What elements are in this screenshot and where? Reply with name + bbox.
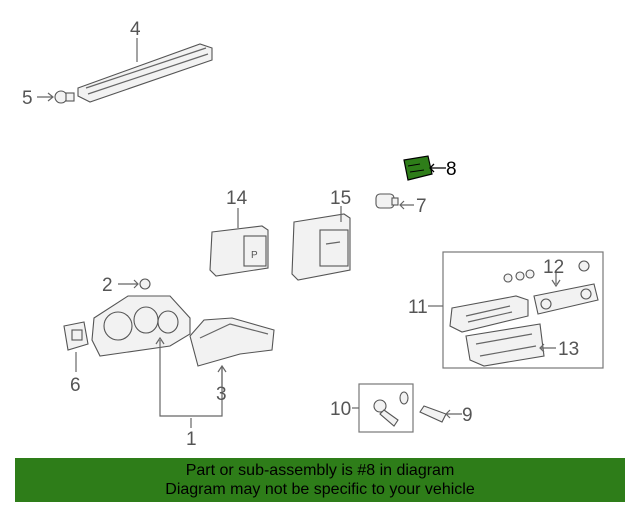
leader-7: [399, 200, 414, 210]
callout-9: 9: [462, 405, 473, 426]
part-2-screw[interactable]: [139, 278, 151, 290]
part-6-bracket[interactable]: [63, 321, 89, 351]
svg-text:P: P: [251, 250, 258, 261]
callout-14: 14: [226, 188, 248, 209]
part-9-bulb[interactable]: [419, 405, 447, 423]
part-13-bezel[interactable]: [465, 323, 545, 367]
leader-2: [118, 279, 139, 289]
leader-12: [551, 270, 561, 288]
parts-diagram: 4 5 8 7 P 14 15 2 6: [22, 19, 604, 450]
part-4-vent-bar[interactable]: [77, 43, 213, 103]
leader-13: [539, 343, 556, 353]
part-11-control-panel[interactable]: [449, 269, 535, 333]
info-banner: Part or sub-assembly is #8 in diagram Di…: [15, 458, 625, 502]
part-10-socket[interactable]: [373, 391, 409, 427]
callout-11: 11: [408, 297, 428, 318]
subassembly-box-11: [442, 251, 604, 369]
part-15-switch[interactable]: [291, 213, 351, 281]
part-8-highlighted[interactable]: [403, 155, 433, 181]
callout-7: 7: [416, 196, 427, 217]
leader-9: [445, 409, 462, 419]
part-7-bulb[interactable]: [375, 193, 399, 209]
callout-5: 5: [22, 88, 33, 109]
part-3-cluster-lens[interactable]: [189, 317, 275, 367]
banner-line-1: Part or sub-assembly is #8 in diagram: [185, 462, 455, 479]
part-1-instrument-cluster[interactable]: [91, 295, 191, 357]
part-5-screw[interactable]: [54, 90, 75, 104]
callout-10: 10: [330, 399, 351, 420]
callout-4: 4: [130, 19, 141, 40]
banner-line-2: Diagram may not be specific to your vehi…: [165, 481, 475, 498]
callout-12: 12: [543, 257, 564, 278]
leader-1: [155, 336, 227, 417]
callout-3: 3: [216, 384, 227, 405]
callout-15: 15: [330, 188, 351, 209]
callout-6: 6: [70, 375, 81, 396]
part-14-switch[interactable]: P: [209, 225, 269, 277]
part-12-control-panel[interactable]: [533, 260, 599, 315]
leader-5: [37, 92, 54, 102]
callout-8: 8: [446, 159, 457, 180]
leader-8: [429, 163, 446, 173]
callout-13: 13: [558, 339, 579, 360]
callout-1: 1: [186, 429, 197, 450]
callout-2: 2: [102, 275, 113, 296]
